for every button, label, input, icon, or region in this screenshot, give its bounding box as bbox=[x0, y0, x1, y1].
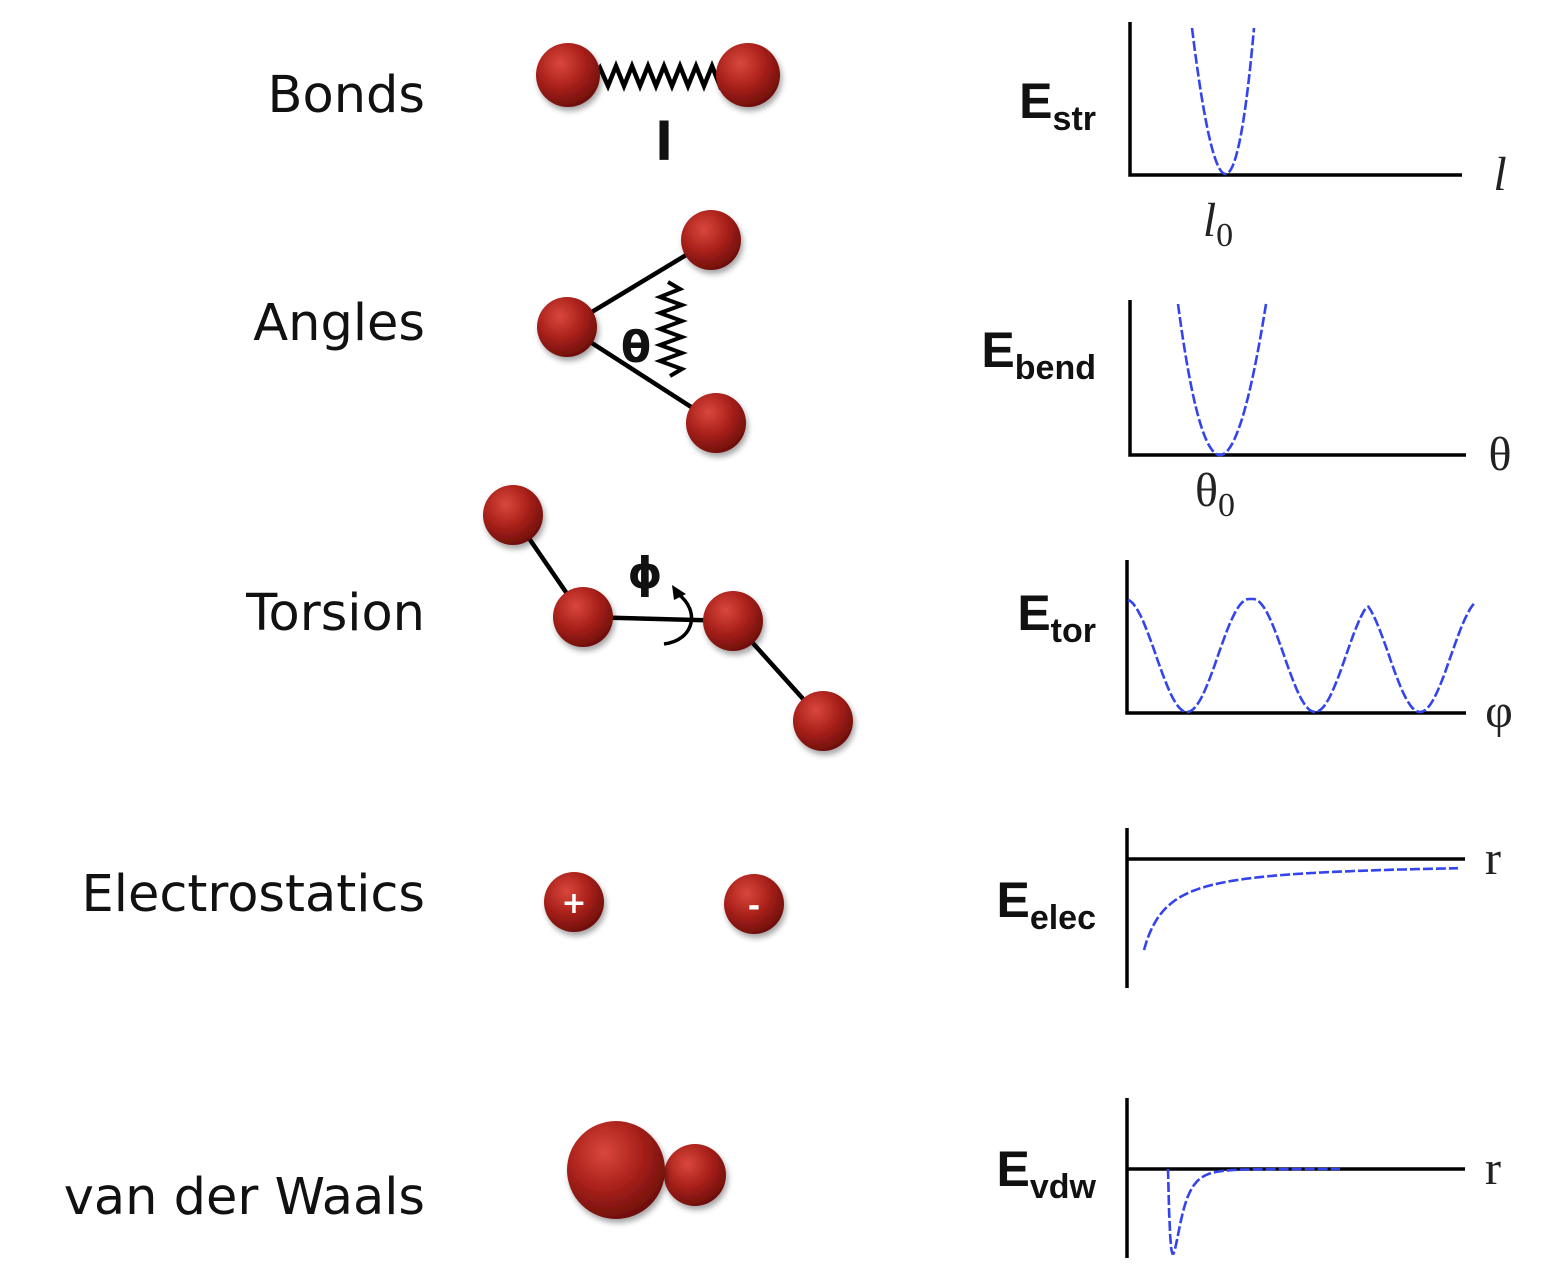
angle-atom-center bbox=[537, 297, 597, 357]
e-str-axis-var: l bbox=[1493, 148, 1506, 201]
torsion-rotation-arrow bbox=[663, 592, 694, 646]
torsion-phi-symbol: ϕ bbox=[627, 548, 662, 599]
e-tor-axes bbox=[1125, 560, 1466, 715]
e-elec-label: Eelec bbox=[996, 872, 1096, 937]
torsion-atom-4 bbox=[793, 691, 853, 751]
angles-label: Angles bbox=[253, 294, 425, 353]
e-tor-axis-var: φ bbox=[1485, 685, 1513, 738]
vdw-label: van der Waals bbox=[64, 1168, 425, 1227]
torsion-label: Torsion bbox=[245, 584, 425, 643]
e-vdw-label: Evdw bbox=[997, 1141, 1097, 1206]
e-bend-plot: θ θ0 bbox=[1128, 300, 1512, 524]
e-str-label: Estr bbox=[1019, 73, 1096, 138]
electrostatics-illustration: + - bbox=[544, 872, 784, 934]
electrostatics-label: Electrostatics bbox=[82, 865, 425, 924]
e-tor-plot: φ bbox=[1125, 560, 1513, 738]
bond-atom-right bbox=[716, 43, 780, 107]
angle-atom-bottom bbox=[686, 393, 746, 453]
e-str-curve bbox=[1190, 27, 1256, 175]
angle-illustration: θ bbox=[537, 210, 746, 453]
e-bend-axis-var: θ bbox=[1489, 428, 1512, 481]
e-bend-zero-label: θ0 bbox=[1195, 464, 1235, 524]
torsion-atom-3 bbox=[703, 591, 763, 651]
bond-atom-left bbox=[536, 43, 600, 107]
e-str-plot: l l0 bbox=[1128, 22, 1507, 254]
e-bend-label: Ebend bbox=[981, 322, 1096, 387]
e-elec-plot: r bbox=[1125, 828, 1501, 988]
e-vdw-curve bbox=[1166, 1167, 1340, 1256]
positive-charge-atom bbox=[544, 872, 604, 932]
torsion-atom-2 bbox=[553, 587, 613, 647]
e-vdw-plot: r bbox=[1125, 1098, 1501, 1258]
e-str-axes bbox=[1128, 22, 1462, 177]
e-elec-curve bbox=[1142, 866, 1459, 951]
positive-charge-sign: + bbox=[561, 886, 586, 921]
e-bend-curve bbox=[1176, 303, 1268, 456]
vdw-atom-small bbox=[664, 1144, 726, 1206]
torsion-arrow-head bbox=[672, 585, 686, 600]
bond-length-symbol: l bbox=[655, 113, 673, 173]
angle-atom-top bbox=[681, 210, 741, 270]
torsion-illustration: ϕ bbox=[483, 485, 853, 751]
e-vdw-axis-var: r bbox=[1485, 1142, 1501, 1195]
bond-spring bbox=[593, 59, 730, 93]
negative-charge-atom bbox=[724, 874, 784, 934]
e-elec-axis-var: r bbox=[1485, 832, 1501, 885]
bond-illustration: l bbox=[536, 43, 780, 173]
torsion-atom-1 bbox=[483, 485, 543, 545]
e-bend-axes bbox=[1128, 300, 1466, 457]
angle-spring bbox=[654, 280, 688, 378]
vdw-atom-large bbox=[567, 1121, 665, 1219]
negative-charge-sign: - bbox=[748, 889, 760, 924]
e-str-zero-label: l0 bbox=[1203, 194, 1233, 254]
e-tor-curve bbox=[1127, 597, 1476, 714]
e-tor-label: Etor bbox=[1017, 585, 1096, 650]
angle-theta-symbol: θ bbox=[621, 322, 651, 373]
vdw-illustration bbox=[567, 1121, 726, 1219]
bonds-label: Bonds bbox=[268, 66, 425, 125]
